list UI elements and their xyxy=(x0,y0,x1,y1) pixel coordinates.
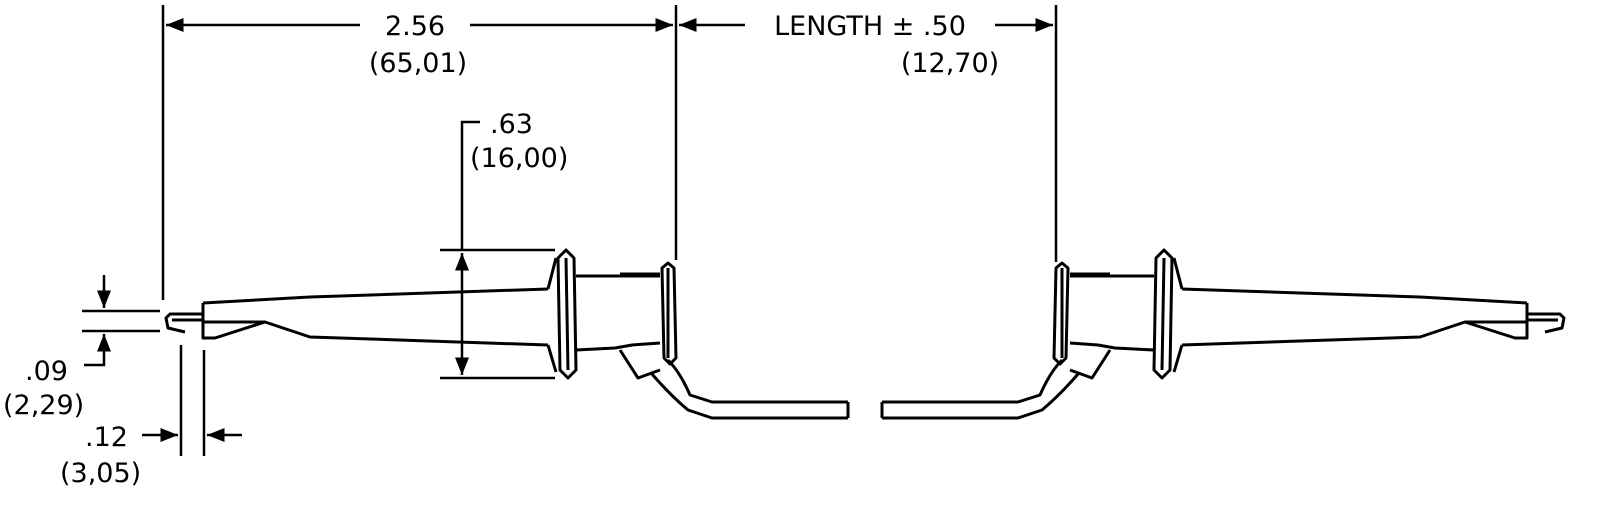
length-dimension-value: LENGTH ± .50 xyxy=(774,11,966,42)
tip-gap-metric: (3,05) xyxy=(60,458,141,489)
tip-height-metric: (2,29) xyxy=(3,390,84,421)
length-dimension-metric: (12,70) xyxy=(901,48,999,79)
left-probe xyxy=(164,248,850,420)
extension-lines xyxy=(161,5,1058,300)
tip-gap-dimension: .12 (3,05) xyxy=(60,345,242,489)
tip-height-dimension: .09 (2,29) xyxy=(3,275,160,421)
tip-height-value: .09 xyxy=(25,356,68,387)
length-dimension: LENGTH ± .50 (12,70) xyxy=(679,11,1053,79)
flange-dimension-metric: (16,00) xyxy=(470,143,568,174)
overall-dimension: 2.56 (65,01) xyxy=(166,11,673,79)
overall-dimension-metric: (65,01) xyxy=(369,48,467,79)
flange-dimension: .63 (16,00) xyxy=(440,109,568,380)
overall-dimension-value: 2.56 xyxy=(385,11,445,42)
tip-gap-value: .12 xyxy=(85,422,128,453)
flange-dimension-value: .63 xyxy=(490,109,533,140)
right-probe xyxy=(880,248,1566,420)
